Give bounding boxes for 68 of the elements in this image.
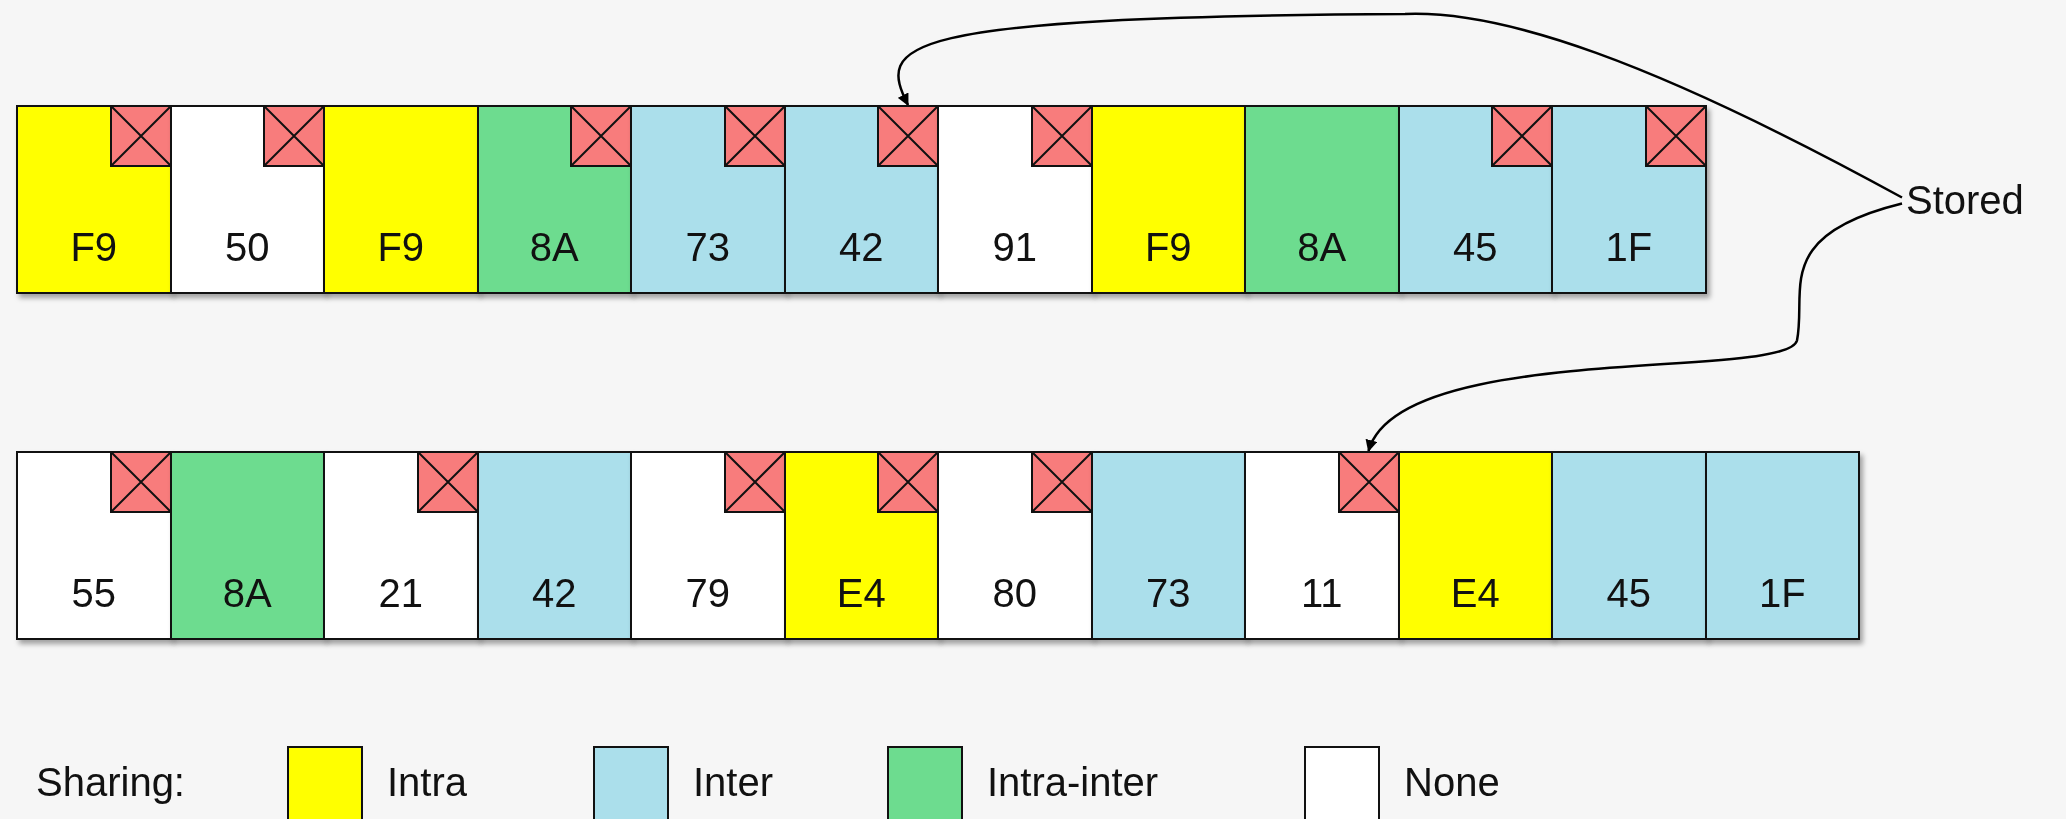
cell-value: 1F xyxy=(1757,571,1807,616)
memory-cell xyxy=(1704,451,1860,640)
cell-value: 45 xyxy=(1605,571,1652,616)
cell-value: E4 xyxy=(1449,571,1501,616)
legend-label: None xyxy=(1404,760,1500,805)
cell-value: E4 xyxy=(835,571,887,616)
cell-value: 8A xyxy=(528,225,580,270)
legend-label: Intra-inter xyxy=(987,760,1159,805)
memory-cell xyxy=(16,105,172,294)
cell-value: 50 xyxy=(224,225,271,270)
legend-label: Intra xyxy=(387,760,468,805)
cell-value: 42 xyxy=(531,571,578,616)
cell-value: 79 xyxy=(684,571,731,616)
legend-title: Sharing: xyxy=(36,760,185,805)
memory-cell xyxy=(16,451,172,640)
cell-value: F9 xyxy=(376,225,426,270)
memory-cell xyxy=(169,451,325,640)
memory-cell xyxy=(630,451,786,640)
crossed-box xyxy=(109,105,172,167)
crossed-box xyxy=(109,451,172,513)
crossed-box xyxy=(877,105,939,167)
crossed-box xyxy=(1644,105,1707,167)
crossed-box xyxy=(416,451,479,513)
crossed-box xyxy=(1030,451,1093,513)
cell-value: 73 xyxy=(684,225,731,270)
memory-cell xyxy=(937,105,1093,294)
memory-cell xyxy=(1551,105,1707,294)
crossed-box xyxy=(1337,451,1400,513)
cell-value: 73 xyxy=(1145,571,1192,616)
callout-text: Stored xyxy=(1906,178,2024,223)
memory-cell xyxy=(1244,451,1400,640)
memory-cell xyxy=(1397,451,1553,640)
cell-value: 11 xyxy=(1300,571,1344,616)
memory-cell xyxy=(630,105,786,294)
memory-cell xyxy=(783,105,939,294)
cell-value: 42 xyxy=(838,225,885,270)
memory-cell xyxy=(937,451,1093,640)
memory-cell xyxy=(169,105,325,294)
cell-value: 80 xyxy=(991,571,1038,616)
memory-cell xyxy=(1244,105,1400,294)
cell-value: 1F xyxy=(1604,225,1654,270)
crossed-box xyxy=(263,105,325,167)
memory-cell xyxy=(323,451,479,640)
crossed-box xyxy=(1030,105,1093,167)
legend-label: Inter xyxy=(693,760,774,805)
crossed-box xyxy=(723,105,786,167)
cell-value: 8A xyxy=(1296,225,1348,270)
memory-cell xyxy=(476,105,632,294)
memory-cell xyxy=(783,451,939,640)
memory-cell xyxy=(1551,451,1707,640)
cell-value: 21 xyxy=(377,571,424,616)
crossed-box xyxy=(1491,105,1553,167)
memory-cell xyxy=(1397,105,1553,294)
memory-cell xyxy=(1090,105,1246,294)
cell-value: F9 xyxy=(69,225,119,270)
cell-value: 91 xyxy=(991,225,1038,270)
curved-arrow xyxy=(898,12,1903,199)
memory-cell xyxy=(1090,451,1246,640)
cell-value: F9 xyxy=(1143,225,1193,270)
curved-arrow xyxy=(1367,202,1903,452)
memory-cell xyxy=(323,105,479,294)
cell-value: 8A xyxy=(221,571,273,616)
cell-value: 55 xyxy=(70,571,117,616)
crossed-box xyxy=(570,105,632,167)
crossed-box xyxy=(723,451,786,513)
crossed-box xyxy=(877,451,939,513)
cell-value: 45 xyxy=(1452,225,1499,270)
memory-cell xyxy=(476,451,632,640)
